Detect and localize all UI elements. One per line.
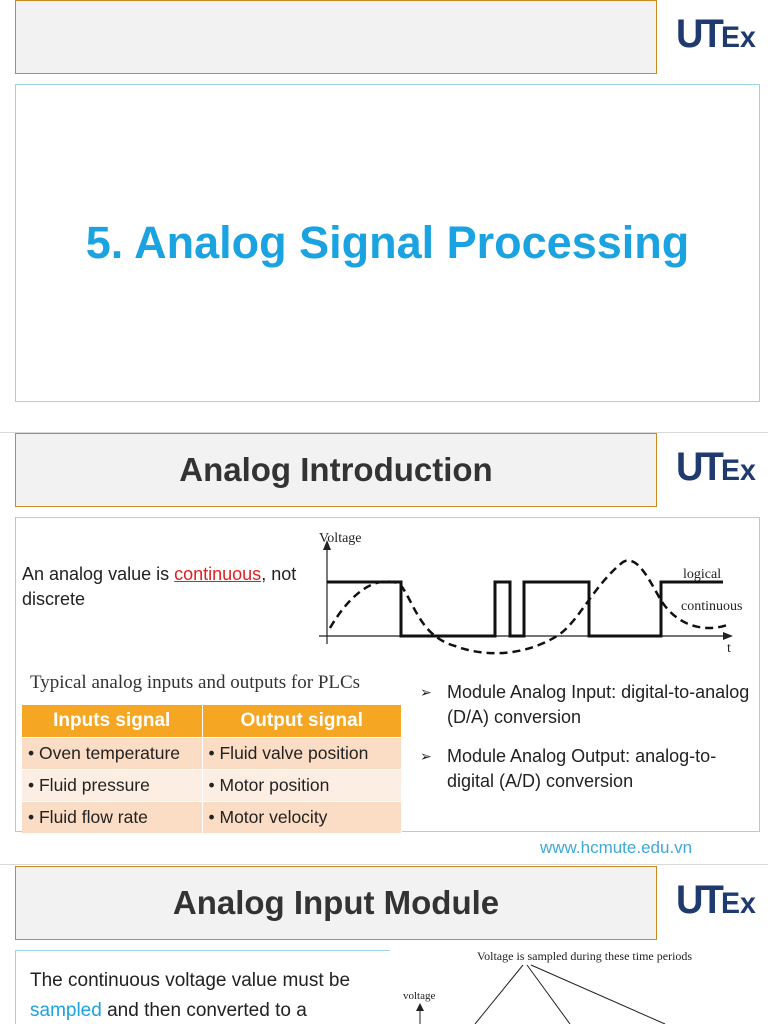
slide-1-title: 5. Analog Signal Processing — [85, 217, 690, 268]
table-header-inputs: Inputs signal — [22, 705, 203, 737]
table-cell: • Oven temperature — [22, 736, 203, 769]
slide-2-header-title: Analog Introduction — [179, 451, 493, 488]
continuous-signal-curve — [328, 559, 731, 655]
analog-vs-logical-graph: Voltage t logical continuous — [319, 531, 742, 656]
bullet-analog-input: ➢ Module Analog Input: digital-to-analog… — [420, 682, 750, 727]
slide-1-header-title — [16, 1, 656, 73]
slide-3-header: Analog Input Module — [15, 866, 657, 940]
slide-3: Analog Input Module UTEx — [0, 866, 768, 1024]
module-bullets: ➢ Module Analog Input: digital-to-analog… — [420, 680, 750, 808]
slide-2-header: Analog Introduction — [15, 433, 657, 507]
utex-logo: UTEx — [676, 878, 756, 922]
website-link[interactable]: www.hcmute.edu.vn — [540, 838, 693, 857]
slide-3-header-title: Analog Input Module — [172, 884, 500, 921]
table-cell: • Fluid valve position — [202, 736, 402, 769]
table-cell: • Fluid flow rate — [22, 800, 203, 833]
arrow-bullet-icon: ➢ — [420, 684, 432, 700]
slide-3-text-frame — [15, 950, 390, 1024]
sampling-axis-label: voltage — [403, 990, 435, 1002]
table-row: • Fluid flow rate • Motor velocity — [22, 800, 402, 833]
bullet-analog-output: ➢ Module Analog Output: analog-to-digita… — [420, 746, 717, 791]
utex-logo: UTEx — [676, 445, 756, 489]
slide-separator — [0, 864, 768, 865]
analog-definition: An analog value is continuous, not discr… — [22, 564, 297, 609]
logical-signal-line — [327, 580, 723, 638]
table-cell: • Motor position — [202, 768, 402, 801]
utex-logo: UTEx — [676, 12, 756, 56]
graph-x-label: t — [727, 641, 731, 656]
table-row: • Oven temperature • Fluid valve positio… — [22, 736, 402, 769]
sampling-diagram: Voltage is sampled during these time per… — [403, 949, 692, 1024]
legend-logical: logical — [683, 567, 721, 582]
slide-1-header — [15, 0, 657, 74]
continuous-highlight: continuous — [174, 564, 262, 584]
slide-1-content: 5. Analog Signal Processing — [15, 84, 760, 402]
table-header-outputs: Output signal — [202, 705, 402, 737]
table-cell: • Motor velocity — [202, 800, 402, 833]
slide-separator — [0, 432, 768, 433]
sampling-description: The continuous voltage value must be sam… — [30, 970, 351, 1021]
table-cell: • Fluid pressure — [22, 768, 203, 801]
legend-continuous: continuous — [681, 599, 742, 614]
plc-io-table: Inputs signal Output signal • Oven tempe… — [22, 705, 402, 833]
slide-1: UTEx 5. Analog Signal Processing — [0, 0, 768, 420]
sampled-highlight: sampled — [30, 1000, 102, 1021]
plc-table-caption: Typical analog inputs and outputs for PL… — [30, 672, 361, 693]
arrow-bullet-icon: ➢ — [420, 748, 432, 764]
graph-y-label: Voltage — [319, 531, 362, 546]
sampling-caption: Voltage is sampled during these time per… — [477, 949, 692, 963]
table-row: • Fluid pressure • Motor position — [22, 768, 402, 801]
